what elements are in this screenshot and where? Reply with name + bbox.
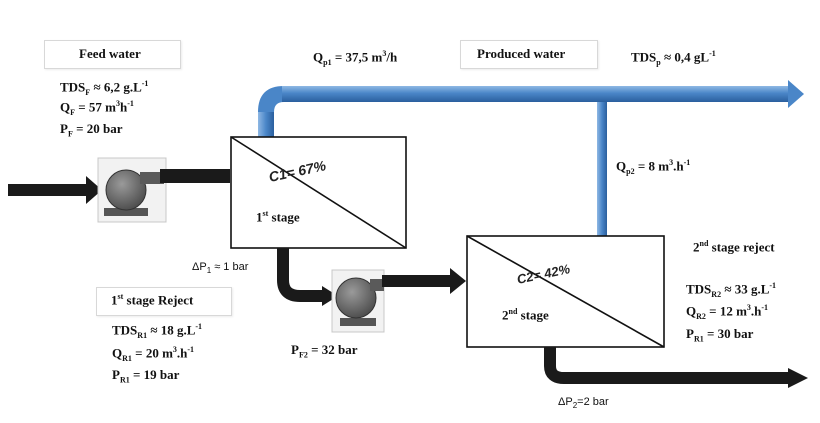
reject2-tds: TDSR2 ≈ 33 g.L-1 [686,281,777,299]
stage2-pressure-drop: ΔP2=2 bar [558,396,609,411]
stage1-label: 1st stage [256,209,300,225]
feed-inlet-arrow [8,176,102,204]
reject2-title: 2nd stage reject [693,239,775,255]
reject2-flow: QR2 = 12 m3.h-1 [686,303,769,321]
produced-tds: TDSp ≈ 0,4 gL-1 [631,49,716,67]
feed-pressure: PF = 20 bar [60,121,123,139]
stage1-reject-pipe [277,248,338,306]
produced-title-box [460,40,598,69]
feed-tds: TDSF ≈ 6,2 g.L-1 [60,79,149,97]
reject2-pressure: PR1 = 30 bar [686,326,754,344]
reject1-title-box [96,287,232,316]
feed-title: Feed water [79,46,141,61]
feed-flow: QF = 57 m3h-1 [60,99,134,117]
stage2-membrane: C2= 42% [466,235,665,348]
final-reject-pipe [544,347,808,388]
feed-pipe [160,169,230,183]
reject1-title: 1st stage Reject [111,292,194,308]
feed-pump-icon [97,157,167,223]
feed-title-box [44,40,181,69]
stage1-membrane: C1= 67% [230,136,407,249]
permeate1-flow: Qp1 = 37,5 m3/h [313,49,398,67]
reject1-flow: QR1 = 20 m3.h-1 [112,345,195,363]
stage2-feed-pipe [382,268,466,294]
stage2-label: 2nd stage [502,307,549,323]
permeate2-flow: Qp2 = 8 m3.h-1 [616,158,691,176]
booster-pump-icon [331,269,385,333]
stage1-pressure-drop: ΔP1 ≈ 1 bar [192,261,249,276]
permeate-pipe [258,80,804,236]
reject1-tds: TDSR1 ≈ 18 g.L-1 [112,322,203,340]
reject1-pressure: PR1 = 19 bar [112,367,180,385]
booster-pressure: PF2 = 32 bar [291,342,358,360]
produced-water-title: Produced water [477,46,566,61]
